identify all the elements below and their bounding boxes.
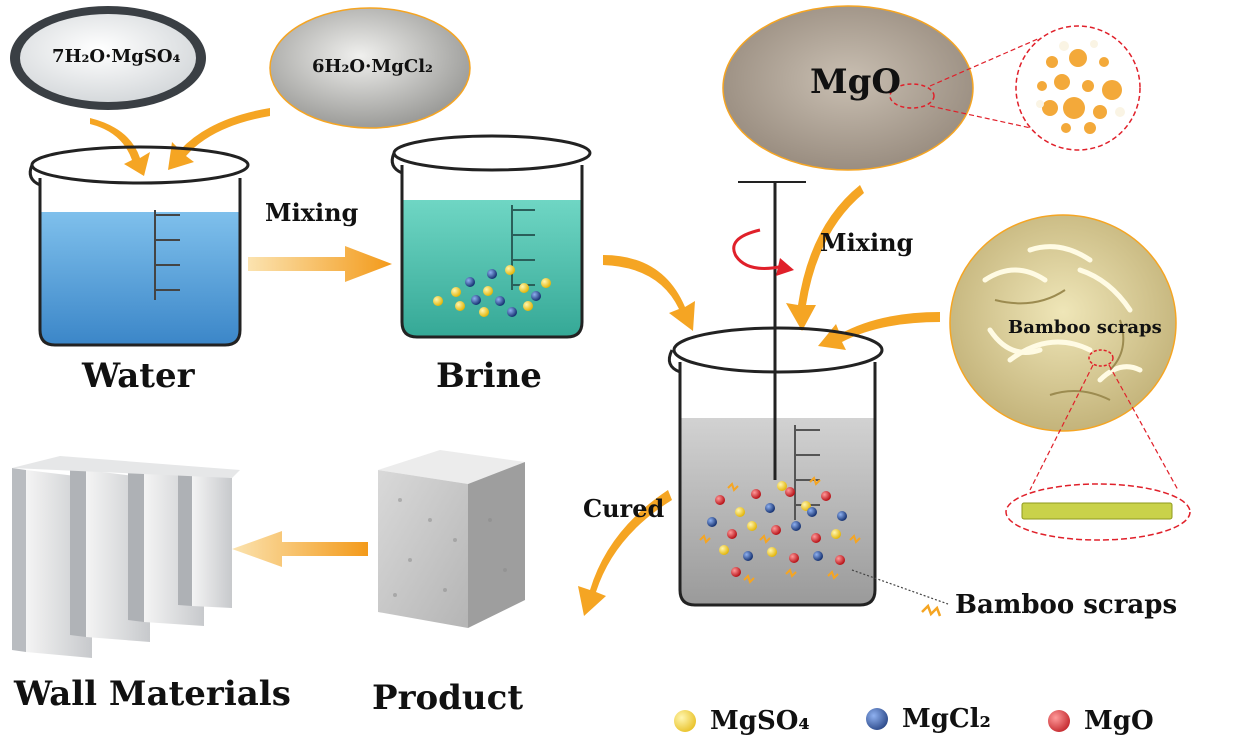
mgcl2-label: 6H₂O·MgCl₂ bbox=[312, 56, 433, 77]
wall-materials-label: Wall Materials bbox=[14, 674, 291, 714]
product-cube bbox=[378, 450, 525, 628]
mixing-label-2: Mixing bbox=[820, 228, 914, 257]
legend-mgcl2: MgCl₂ bbox=[866, 704, 991, 734]
mgo-label: MgO bbox=[810, 62, 902, 102]
water-beaker bbox=[28, 145, 250, 347]
stirrer bbox=[732, 181, 806, 480]
bamboo-photo-label: Bamboo scraps bbox=[1008, 317, 1162, 338]
mgcl2-flakes-photo bbox=[269, 7, 471, 129]
legend-mgo-text: MgO bbox=[1084, 706, 1154, 736]
mgo-powder-photo bbox=[722, 5, 1041, 171]
arrow-product-to-wall bbox=[232, 531, 368, 567]
mgo-particles-zoom bbox=[1015, 25, 1141, 151]
flow-arrows bbox=[90, 108, 940, 616]
arrow-mgo-to-mixer bbox=[786, 185, 864, 331]
brine-label: Brine bbox=[436, 356, 542, 396]
product-label: Product bbox=[372, 678, 524, 718]
legend-mgso4-text: MgSO₄ bbox=[710, 706, 810, 736]
brine-beaker bbox=[390, 134, 592, 339]
slurry-particles bbox=[699, 476, 861, 584]
mgo-dot-icon bbox=[1048, 710, 1070, 732]
mixing-beaker bbox=[667, 326, 884, 607]
water-label: Water bbox=[82, 356, 195, 396]
mixing-label-1: Mixing bbox=[265, 198, 359, 227]
brine-ions bbox=[433, 265, 551, 317]
mgso4-dot-icon bbox=[674, 710, 696, 732]
wall-panels bbox=[12, 456, 240, 658]
bamboo-scraps-pointer bbox=[851, 569, 949, 617]
arrow-bamboo-to-mixer bbox=[818, 312, 940, 350]
mgso4-crystals-photo bbox=[10, 6, 206, 110]
arrow-chloride-to-water bbox=[168, 108, 270, 170]
mgso4-label: 7H₂O·MgSO₄ bbox=[52, 46, 181, 67]
mgcl2-dot-icon bbox=[866, 708, 888, 730]
cured-label: Cured bbox=[583, 494, 665, 523]
bamboo-fiber-zoom bbox=[1005, 483, 1191, 541]
arrow-sulfate-to-water bbox=[90, 118, 150, 176]
arrow-water-to-brine bbox=[248, 246, 392, 282]
bamboo-pointer-label: Bamboo scraps bbox=[955, 590, 1178, 620]
bamboo-scraps-photo bbox=[949, 214, 1179, 491]
legend-mgcl2-text: MgCl₂ bbox=[902, 704, 991, 734]
arrow-mixer-to-product bbox=[578, 490, 672, 616]
legend-mgso4: MgSO₄ bbox=[674, 706, 810, 736]
legend-mgo: MgO bbox=[1048, 706, 1154, 736]
arrow-brine-to-mixer bbox=[603, 255, 695, 331]
